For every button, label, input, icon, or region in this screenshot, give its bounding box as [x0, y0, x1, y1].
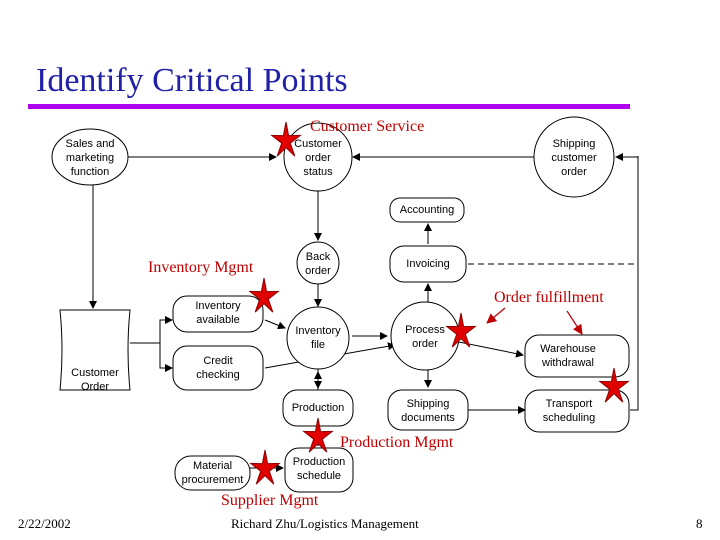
- critical-star-icon: [302, 417, 334, 453]
- node-material-procurement: [174, 455, 251, 491]
- node-accounting: [389, 197, 465, 223]
- callout-production-mgmt: Production Mgmt: [340, 434, 454, 451]
- label-warehouse-withdrawal: Warehouse withdrawal: [540, 343, 596, 369]
- footer-author: Richard Zhu/Logistics Management: [231, 516, 419, 531]
- callout-customer-service: Customer Service: [310, 118, 425, 135]
- label-credit-checking: Credit checking: [196, 355, 240, 381]
- slide-title: Identify Critical Points: [36, 62, 348, 99]
- label-shipping-documents: Shipping documents: [401, 398, 455, 424]
- critical-star-icon: [598, 367, 630, 403]
- label-process-order: Process order: [405, 324, 445, 350]
- label-customer-order-status: Customer order status: [294, 138, 342, 178]
- node-inventory-file: [286, 306, 350, 370]
- footer-date: 2/22/2002: [18, 516, 71, 531]
- label-inventory-file: Inventory file: [295, 325, 341, 351]
- pointer-order-fulfillment-right: [566, 310, 583, 335]
- node-warehouse-withdrawal: [524, 334, 630, 378]
- callout-order-fulfillment: Order fulfillment: [494, 289, 604, 306]
- node-shipping-documents: [387, 389, 469, 431]
- node-back-order: [296, 241, 340, 285]
- connector-customer-order-fork: [130, 316, 173, 344]
- connector-outer-boundary: [630, 156, 639, 411]
- label-invoicing: Invoicing: [406, 258, 450, 270]
- label-production-schedule: Production schedule: [292, 456, 346, 482]
- pointer-order-fulfillment-left: [486, 307, 506, 324]
- node-invoicing: [389, 245, 467, 283]
- node-production-schedule: [284, 447, 354, 493]
- label-material-procurement: Material procurement: [181, 460, 244, 486]
- connector-customer-order-fork-lower: [159, 343, 173, 372]
- label-sales-marketing: Sales and marketing function: [65, 138, 115, 178]
- callout-supplier-mgmt: Supplier Mgmt: [221, 492, 319, 509]
- node-credit-checking: [172, 345, 264, 391]
- circle-nodes: [283, 116, 615, 371]
- critical-star-icon: [249, 449, 281, 485]
- node-inventory-available: [172, 295, 264, 333]
- node-shipping-customer-order: [533, 116, 615, 198]
- title-underline: [28, 104, 630, 109]
- node-customer-order-store: [59, 309, 131, 391]
- label-transport-scheduling: Transport scheduling: [542, 398, 596, 424]
- critical-stars: [248, 121, 630, 485]
- label-back-order: Back order: [305, 251, 331, 277]
- critical-star-icon: [248, 277, 280, 313]
- label-inventory-available: Inventory available: [195, 300, 241, 326]
- box-nodes: [172, 197, 630, 493]
- label-production: Production: [291, 402, 345, 414]
- label-accounting: Accounting: [399, 204, 455, 216]
- label-shipping-customer-order: Shipping customer order: [551, 138, 597, 178]
- page-number: 8: [696, 516, 703, 531]
- node-transport-scheduling: [524, 389, 630, 433]
- critical-star-icon: [445, 312, 477, 348]
- connector-process-to-warehouse: [458, 341, 524, 358]
- node-customer-order-status: [283, 122, 353, 192]
- label-customer-order: Customer Order: [71, 367, 119, 393]
- connector-inventory-to-inventory-file: [264, 319, 286, 330]
- critical-star-icon: [270, 121, 302, 157]
- node-sales-marketing: [51, 128, 129, 186]
- callout-inventory-mgmt: Inventory Mgmt: [148, 259, 254, 276]
